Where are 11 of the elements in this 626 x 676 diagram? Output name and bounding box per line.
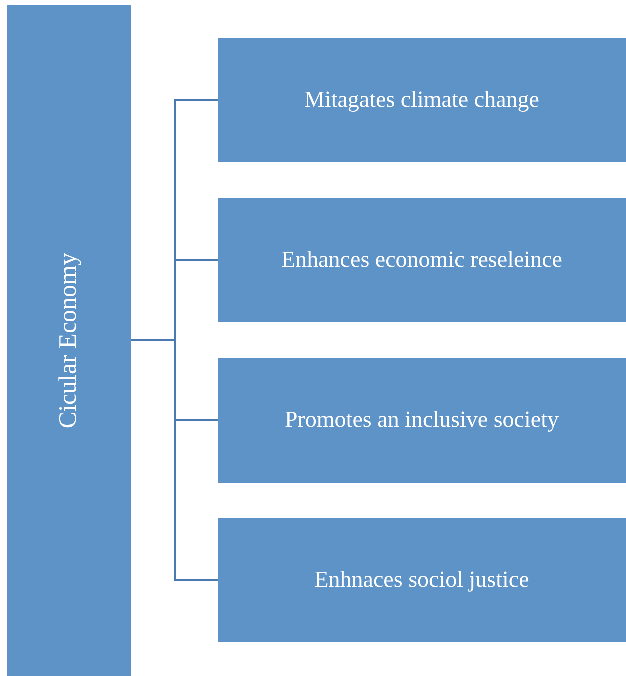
benefit-box (218, 358, 626, 483)
connector-line (131, 340, 218, 581)
benefit-box (218, 518, 626, 642)
box-label: Promotes an inclusive society (284, 407, 560, 434)
benefit-box (218, 38, 626, 162)
benefit-box (218, 198, 626, 322)
box-label: Enhnaces sociol justice (314, 566, 530, 594)
box-label: Enhances economic reseleince (282, 246, 562, 274)
box-label: Mitagates climate change (304, 86, 540, 114)
main-concept-bar (7, 5, 131, 676)
box-label: Cicular Economy (54, 252, 83, 428)
